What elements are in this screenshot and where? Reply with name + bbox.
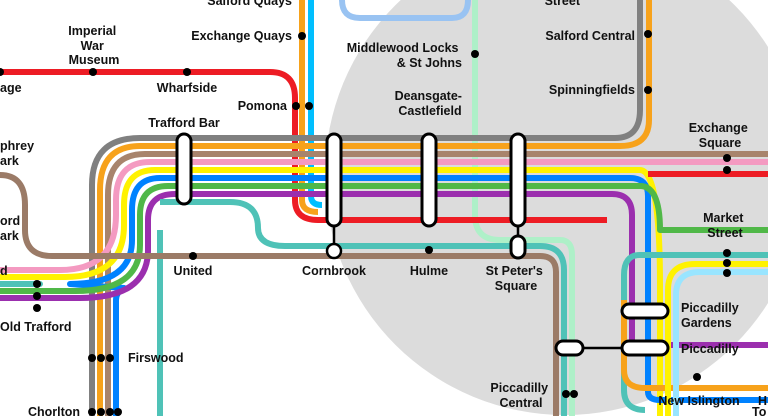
label-hulme: Hulme: [410, 264, 448, 278]
mint-line: [472, 0, 575, 416]
st-peters-interchange: [509, 132, 527, 228]
label-st-peters-square: St Peter's Square: [486, 264, 547, 293]
label-firswood: Firswood: [128, 351, 184, 365]
label-piccadilly: Piccadilly: [681, 342, 739, 356]
cornbrook-interchange: [325, 132, 343, 228]
orange-line-east: [97, 0, 652, 416]
label-middlewood-locks: Middlewood Locks & St Johns: [347, 41, 462, 70]
brown-line-main: [105, 151, 768, 416]
green-line: [0, 183, 768, 294]
cyan-line-eccles: [308, 0, 323, 208]
orange-line-lower: [621, 300, 768, 391]
piccadilly-link: [554, 339, 585, 357]
label-d-partial: d: [0, 264, 8, 278]
piccadilly-gardens-interchange: [620, 302, 670, 320]
label-imperial-war-museum: Imperial War Museum: [68, 24, 119, 67]
cornbrook-ring: [325, 242, 343, 260]
label-salford-quays: Salford Quays: [207, 0, 292, 8]
label-to-partial: To: [752, 405, 767, 416]
label-wharfside: Wharfside: [157, 81, 217, 95]
label-united: United: [174, 264, 213, 278]
label-street-partial: Street: [545, 0, 581, 8]
label-exchange-square: Exchange Square: [689, 121, 752, 150]
label-deansgate: Deansgate- Castlefield: [395, 89, 466, 118]
interchanges: [175, 132, 670, 357]
brown-line-trafford-park: [0, 172, 559, 416]
trafford-bar-interchange: [175, 132, 193, 206]
label-market-street: Market Street: [703, 211, 747, 240]
label-age-partial: age: [0, 81, 22, 95]
label-chorlton: Chorlton: [28, 405, 80, 416]
label-humphrey-park-partial: phrey ark: [0, 139, 38, 168]
st-peters-ring: [509, 234, 527, 260]
deansgate-interchange: [420, 132, 438, 228]
stops: [0, 30, 731, 416]
label-piccadilly-central: Piccadilly Central: [490, 381, 551, 410]
label-new-islington: New Islington: [658, 394, 739, 408]
label-h-partial: H: [758, 394, 767, 408]
label-trafford-bar: Trafford Bar: [148, 116, 220, 130]
piccadilly-interchange: [620, 339, 670, 357]
orange-line-eccles: [299, 0, 319, 215]
grey-line: [89, 0, 643, 416]
label-pomona: Pomona: [238, 99, 288, 113]
label-cornbrook: Cornbrook: [302, 264, 366, 278]
lightblue-line-piccadilly: [673, 269, 768, 416]
yellow-line-piccadilly: [665, 261, 768, 416]
label-piccadilly-gardens: Piccadilly Gardens: [681, 301, 742, 330]
purple-line: [0, 191, 768, 348]
label-trafford-park-partial: ord ark: [0, 214, 24, 243]
label-exchange-quays: Exchange Quays: [191, 29, 292, 43]
label-spinningfields: Spinningfields: [549, 83, 635, 97]
label-salford-central: Salford Central: [545, 29, 635, 43]
pink-line: [0, 159, 768, 273]
light-blue-line: [339, 0, 471, 21]
label-old-trafford: Old Trafford: [0, 320, 72, 334]
